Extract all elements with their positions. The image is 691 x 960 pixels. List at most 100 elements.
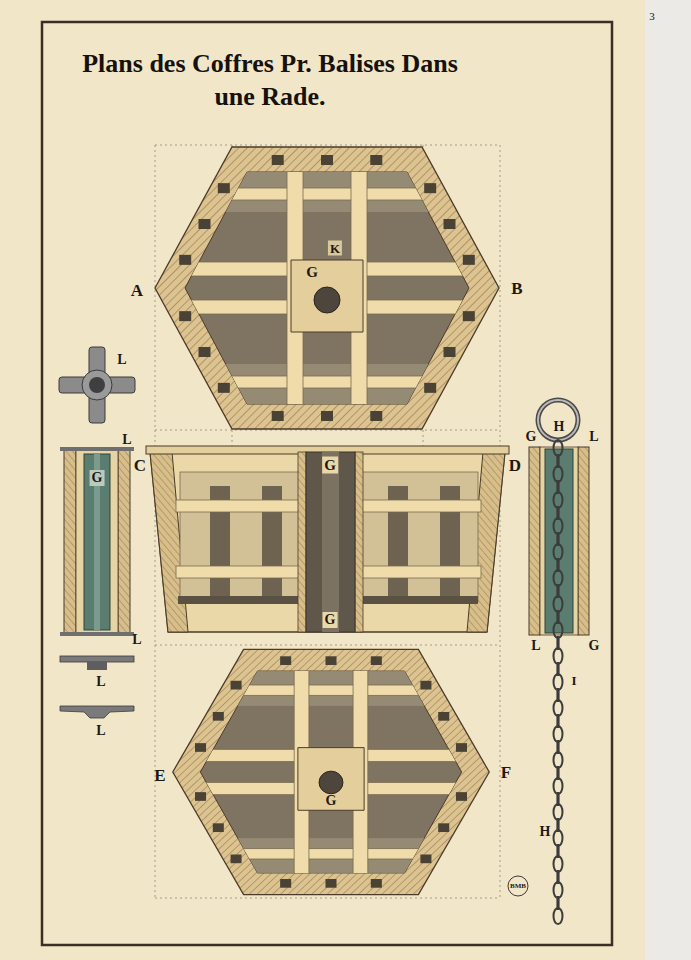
rim-slot: [231, 681, 242, 690]
rim-slot: [199, 219, 211, 229]
part-letter: H: [540, 825, 551, 839]
rim-slot: [272, 155, 284, 165]
part-letter: G: [526, 430, 537, 444]
rim-slot: [370, 155, 382, 165]
part-letter: E: [154, 767, 165, 784]
rim-slot: [370, 411, 382, 421]
chain-link: [554, 700, 563, 716]
chain-link: [554, 544, 563, 560]
rim-slot: [218, 383, 230, 393]
part-letter: L: [132, 633, 141, 647]
part-letter: I: [571, 674, 576, 687]
chain-link: [554, 908, 563, 924]
rim-slot: [371, 879, 382, 888]
chain-link: [554, 778, 563, 794]
center-hole: [319, 771, 343, 794]
part-letter: K: [328, 241, 342, 256]
chain-link: [554, 726, 563, 742]
rim-slot: [321, 411, 333, 421]
rim-slot: [218, 183, 230, 193]
part-letter: L: [122, 433, 131, 447]
rim-slot: [420, 855, 431, 864]
drawing-part: [155, 376, 499, 388]
rim-slot: [195, 792, 206, 801]
rim-slot: [199, 347, 211, 357]
part-letter: L: [96, 724, 105, 738]
title: Plans des Coffres Pr. Balises Dans une R…: [70, 48, 470, 113]
drawing-part: [155, 172, 499, 212]
rim-slot: [463, 311, 475, 321]
chain-link: [554, 596, 563, 612]
rim-slot: [195, 743, 206, 752]
chain-link: [554, 492, 563, 508]
hex-rim: [173, 649, 489, 894]
rim-slot: [325, 879, 336, 888]
library-stamp: [508, 876, 528, 896]
rim-slot: [213, 712, 224, 721]
coffre-elevation: [146, 446, 509, 632]
scan-margin: [645, 0, 691, 960]
rim-slot: [231, 855, 242, 864]
part-letter: A: [131, 282, 143, 299]
part-letter: G: [90, 470, 105, 486]
part-letter: H: [554, 420, 565, 434]
center-block: [291, 260, 363, 332]
chain-link: [554, 882, 563, 898]
part-letter: G: [322, 457, 338, 474]
chain-link: [554, 648, 563, 664]
part-letter: G: [589, 639, 600, 653]
rim-slot: [444, 347, 456, 357]
mooring-tube: [529, 400, 589, 924]
rim-slot: [280, 656, 291, 665]
rim-slot: [179, 255, 191, 265]
rim-slot: [438, 712, 449, 721]
rim-slot: [280, 879, 291, 888]
drawing-part: [173, 685, 489, 695]
rim-slot: [424, 383, 436, 393]
rim-slot: [463, 255, 475, 265]
part-letter: D: [509, 457, 521, 474]
rim-slot: [371, 656, 382, 665]
hex-rim: [155, 147, 499, 429]
coffre-plan: [155, 147, 499, 429]
rim-slot: [424, 183, 436, 193]
chain-link: [554, 752, 563, 768]
drawing-part: [155, 364, 499, 404]
part-letter: C: [134, 457, 146, 474]
chain-link: [554, 440, 563, 456]
rim-slot: [325, 656, 336, 665]
rim-slot: [438, 823, 449, 832]
beams: [173, 649, 489, 894]
chain-link: [554, 570, 563, 586]
rim-slot: [456, 743, 467, 752]
part-letter: B: [511, 280, 522, 297]
chain-link: [554, 518, 563, 534]
part-letter: G: [306, 265, 318, 280]
rim-slot: [272, 411, 284, 421]
part-letter: L: [117, 353, 126, 367]
drawing-part: [155, 188, 499, 200]
chain-link: [554, 830, 563, 846]
page-number: 3: [649, 11, 655, 22]
rim-slot: [321, 155, 333, 165]
rim-slot: [456, 792, 467, 801]
stamp-text: BMB: [510, 883, 526, 890]
center-block: [298, 748, 364, 811]
chain-link: [554, 622, 563, 638]
part-letter: L: [589, 430, 598, 444]
part-letter: G: [326, 794, 337, 808]
center-hole: [314, 287, 340, 313]
construction-lines: [155, 145, 500, 900]
part-letter: L: [96, 675, 105, 689]
rim-slot: [179, 311, 191, 321]
drawing-part: [173, 849, 489, 859]
grommet-detail: [59, 347, 135, 718]
drawing-part: [173, 671, 489, 706]
rim-slot: [213, 823, 224, 832]
chain-link: [554, 674, 563, 690]
part-letter: L: [531, 639, 540, 653]
chain-link: [554, 856, 563, 872]
page-frame: [42, 22, 612, 945]
part-letter: F: [501, 764, 511, 781]
